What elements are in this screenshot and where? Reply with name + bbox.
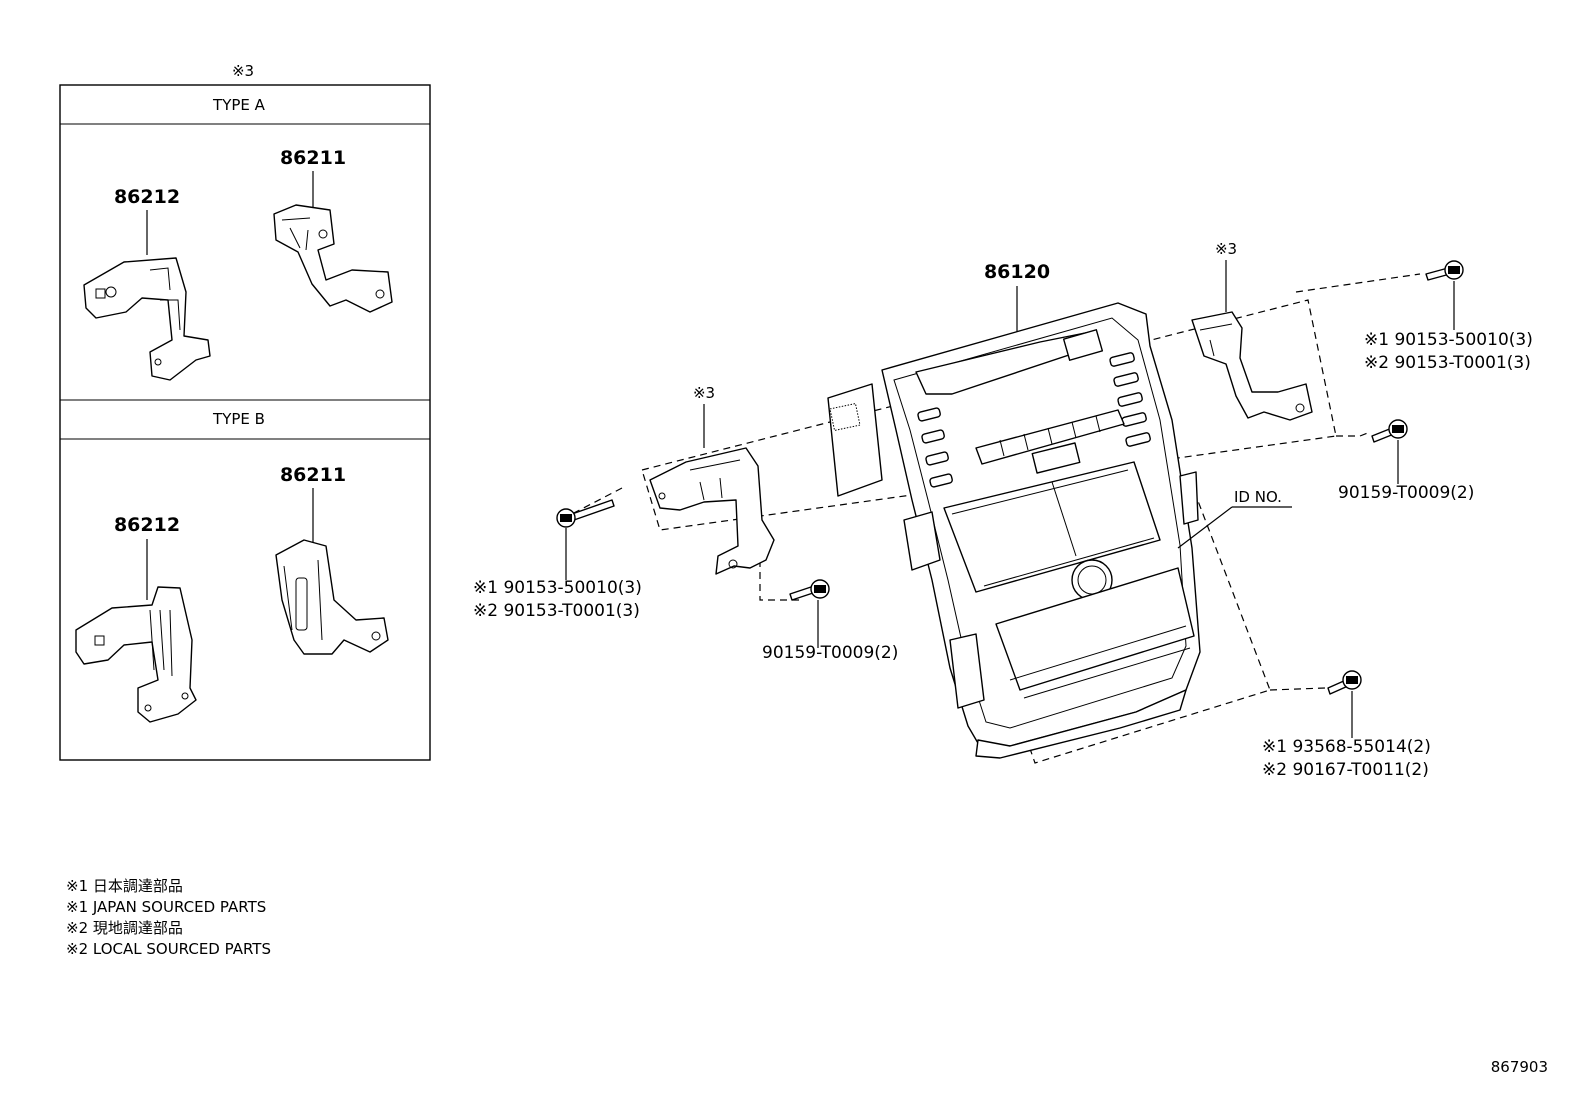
- screw-right-mid-callout: 90159-T0009(2): [1338, 483, 1474, 503]
- diagram-number: 867903: [1491, 1058, 1548, 1076]
- bracket-86211-type-a-icon: [273, 204, 393, 313]
- sourcing-notes: ※1 日本調達部品 ※1 JAPAN SOURCED PARTS ※2 現地調達…: [66, 877, 271, 958]
- note-3: ※2 現地調達部品: [66, 919, 183, 937]
- screw-bottom-right-callout-1: ※1 93568-55014(2): [1262, 737, 1431, 757]
- screw-right-mid-icon: [1371, 419, 1408, 443]
- screw-bottom-right-icon: [1327, 670, 1362, 695]
- screw-left-lower-callout: 90159-T0009(2): [762, 643, 898, 663]
- id-number-label: ID NO.: [1234, 488, 1282, 506]
- screw-left-callout-2: ※2 90153-T0001(3): [473, 601, 640, 621]
- note-1: ※1 日本調達部品: [66, 877, 183, 895]
- screw-left-lower-icon: [789, 579, 830, 601]
- right-bracket-icon: [1191, 311, 1313, 421]
- panel-part-number: 86120: [984, 261, 1050, 283]
- screw-bottom-right-callout-2: ※2 90167-T0011(2): [1262, 760, 1429, 780]
- left-bracket-icon: [649, 447, 775, 575]
- bracket-86212-type-b-icon: [75, 586, 197, 723]
- type-b-part-86211: 86211: [280, 464, 346, 486]
- screw-left-callout-1: ※1 90153-50010(3): [473, 578, 642, 598]
- bracket-86211-type-b-icon: [275, 539, 389, 655]
- screw-left-icon: [556, 499, 615, 528]
- note-4: ※2 LOCAL SOURCED PARTS: [66, 940, 271, 958]
- type-a-part-86211: 86211: [280, 147, 346, 169]
- type-b-header: TYPE B: [212, 410, 265, 428]
- bracket-86212-type-a-icon: [83, 257, 211, 381]
- left-bracket-marker: ※3: [693, 384, 715, 402]
- audio-panel-86120-icon: [827, 302, 1201, 759]
- type-a-header: TYPE A: [212, 96, 266, 114]
- bracket-type-inset: ※3 TYPE A TYPE B 86212 86211 86212: [59, 62, 431, 761]
- type-a-part-86212: 86212: [114, 186, 180, 208]
- type-b-part-86212: 86212: [114, 514, 180, 536]
- note-2: ※1 JAPAN SOURCED PARTS: [66, 898, 266, 916]
- screw-right-top-callout-1: ※1 90153-50010(3): [1364, 330, 1533, 350]
- screw-right-top-icon: [1425, 260, 1464, 281]
- inset-marker: ※3: [232, 62, 254, 80]
- right-bracket-marker: ※3: [1215, 240, 1237, 258]
- screw-right-top-callout-2: ※2 90153-T0001(3): [1364, 353, 1531, 373]
